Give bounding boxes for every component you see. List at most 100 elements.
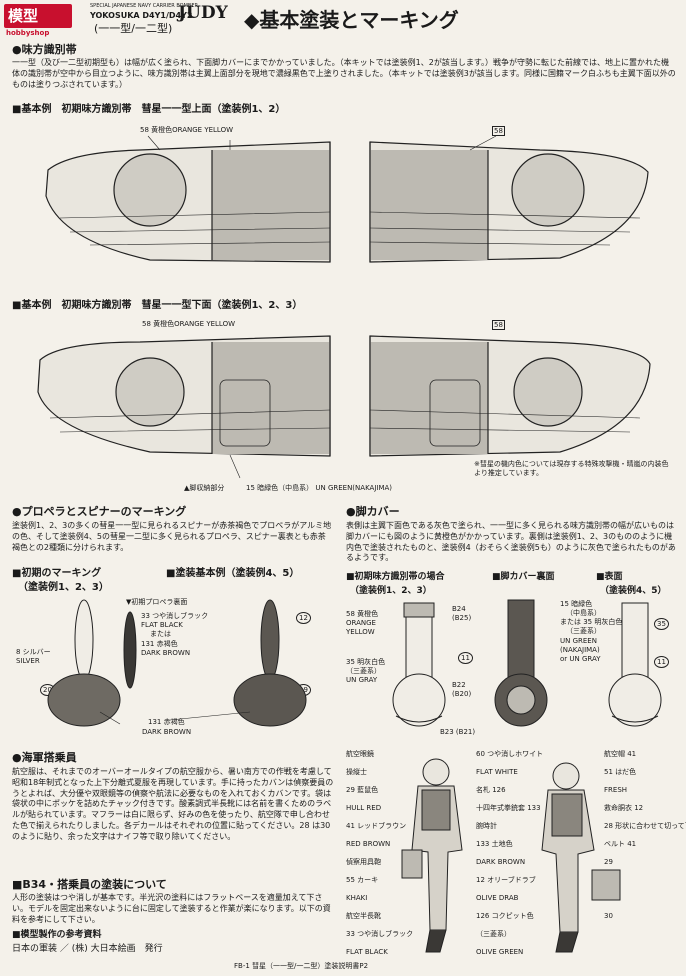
gear-r11: 11 [654,656,669,669]
prop-right-blade [260,599,280,681]
gear-c35en: UN GRAY [346,676,378,684]
crew-label: DARK BROWN [476,858,526,866]
prop-n12: 12 [296,612,311,625]
prop-bottom-131en: DARK BROWN [142,728,192,736]
crew-label: 12 オリーブドラブ [476,876,536,884]
crew-label: 名札 126 [476,786,506,794]
prop-left-spinner [47,673,121,727]
wheel-well-color: 15 暗緑色（中島系） UN GREEN(NAKAJIMA) [246,484,393,492]
model-small: SPECIAL JAPANESE NAVY CARRIER BOMBER [90,3,198,9]
crew2-body [541,789,595,933]
gear-c35: 35 明灰白色 [346,658,386,666]
gear-c15en2: (NAKAJIMA) [560,646,600,654]
crew-label: 60 つや消しホワイト [476,750,544,758]
crew1-vest [421,789,451,831]
lower-left-band [212,342,330,454]
crew-label: 33 つや消しブラック [346,930,414,938]
watermark-text: 模型 [8,7,39,25]
crew-label: 腕時計 [476,822,497,830]
gear-b22: B22 [452,681,466,689]
crew-label: KHAKI [346,894,368,902]
upper-wing-label: 58 黄橙色ORANGE YELLOW [140,126,233,134]
gear-c15or: または 35 明灰白色 [560,618,623,626]
upper-left-wing [45,141,331,263]
gear-front-strut [405,616,433,678]
crew-label: 十四年式拳銃套 133 [476,804,541,812]
lower-right-band [370,342,488,454]
gear-b23: B23 (B21) [440,728,476,736]
gear-c15jp2: （三菱系） [566,627,601,635]
crew-label: 51 はだ色 [604,768,636,776]
upper-right-band [370,150,488,260]
gear-front-band [403,602,435,618]
gear-c58: 58 黄橙色 [346,610,379,618]
crew-label: 航空半長靴 [346,912,381,920]
upper-right-roundel [511,153,585,227]
sec1-heading: ●味方識別帯 [12,43,77,56]
lower-wing-title: ■基本例 初期味方識別帯 彗星一一型下面（塗装例1、2、3） [12,300,303,311]
gear-right-wheel [608,673,662,727]
crew-label: FLAT WHITE [476,768,518,776]
crew-label: OLIVE DRAB [476,894,519,902]
crew-label: 31 [604,876,613,884]
crew1-head [422,758,450,786]
sec2-body: 塗装例1、2、3の多くの彗星一一型に見られるスピナーが赤茶褐色でプロペラがアルミ… [12,521,332,552]
crew-label: 航空帽 41 [604,750,637,758]
gear-c15: 15 暗緑色 [560,600,593,608]
gear-front-wheel [392,673,446,727]
lower-right-wing [369,335,651,457]
crew-label: ベルト 41 [604,840,637,848]
gear-r35: 35 [654,618,669,631]
gear-back-wheel [494,673,548,727]
lower-right-roundel [513,357,583,427]
gear-b20: (B20) [452,690,472,698]
sec4-body: 航空服は、それまでのオーバーオールタイプの航空服から、暑い南方での作戦を考慮して… [12,767,334,841]
prop-n20: 20 [40,684,55,697]
crew-label: 29 藍鼠色 [346,786,379,794]
gear-sub1: ■初期味方識別帯の場合 [346,572,445,582]
crew-label: FRESH [604,786,628,794]
crew1-bag [401,849,423,879]
crew-label: 30 [604,894,613,902]
upper-wing-num-right: 58 [492,126,505,137]
watermark-logo: 模型 [4,4,72,28]
prop-silver-en: SILVER [16,657,40,665]
prop-back-blade [123,611,137,689]
crew-label: 操縦士 [346,768,367,776]
prop-sub1: ■初期のマーキング [12,568,102,579]
gear-c15jp: （中島系） [566,609,601,617]
lower-wing-num-right: 58 [492,320,505,331]
prop-c131en: DARK BROWN [141,649,191,657]
wheel-well-label: ▲脚収納部分 [184,484,225,492]
crew-label: 30 [604,912,613,920]
crew-label: HULL RED [346,804,382,812]
sec2-heading: ●プロペラとスピナーのマーキング [12,505,187,518]
upper-left-band [212,150,330,260]
lower-left-roundel [115,357,185,427]
model-code: YOKOSUKA D4Y1/D4Y2 [90,11,193,20]
prop-sub1b: （塗装例1、2、3） [18,582,109,593]
lower-wing-label: 58 黄橙色ORANGE YELLOW [142,320,235,328]
crew-label: OLIVE GREEN [476,948,524,956]
gear-sub1b: （塗装例1、2、3） [350,586,432,596]
gear-sub3b: （塗装例4、5） [600,586,667,596]
watermark-sub: hobbyshop [6,29,50,37]
crew-label: 41 レッドブラウン [346,822,407,830]
page-title: ◆基本塗装とマーキング [244,8,459,32]
crew-label: 救命胴衣 12 [604,804,644,812]
prop-bottom-131: 131 赤褐色 [148,718,185,726]
sec3-heading: ●脚カバー [346,505,400,518]
upper-wing-title: ■基本例 初期味方識別帯 彗星一一型上面（塗装例1、2） [12,104,286,115]
sec4-heading: ●海軍搭乗員 [12,751,77,764]
gear-b24: B24 [452,605,466,613]
sec3-body: 表側は主翼下面色である灰色で塗られ、一一型に多く見られる味方識別帯の幅が広いもの… [346,521,676,563]
lower-left-wing [37,335,331,457]
interior-note: ※彗星の機内色については現存する特殊攻撃機・晴嵐の内装色より推定しています。 [474,460,669,478]
prop-sub2: ■塗装基本例（塗装例4、5） [166,568,300,579]
prop-c33en: FLAT BLACK [141,621,183,629]
crew-label: FLAT BLACK [346,948,388,956]
crew1-body [411,785,463,931]
crew-label: 偵察用具鞄 [346,858,381,866]
gear-back-strut [507,599,535,679]
crew-label: 126 コクピット色 [476,912,534,920]
